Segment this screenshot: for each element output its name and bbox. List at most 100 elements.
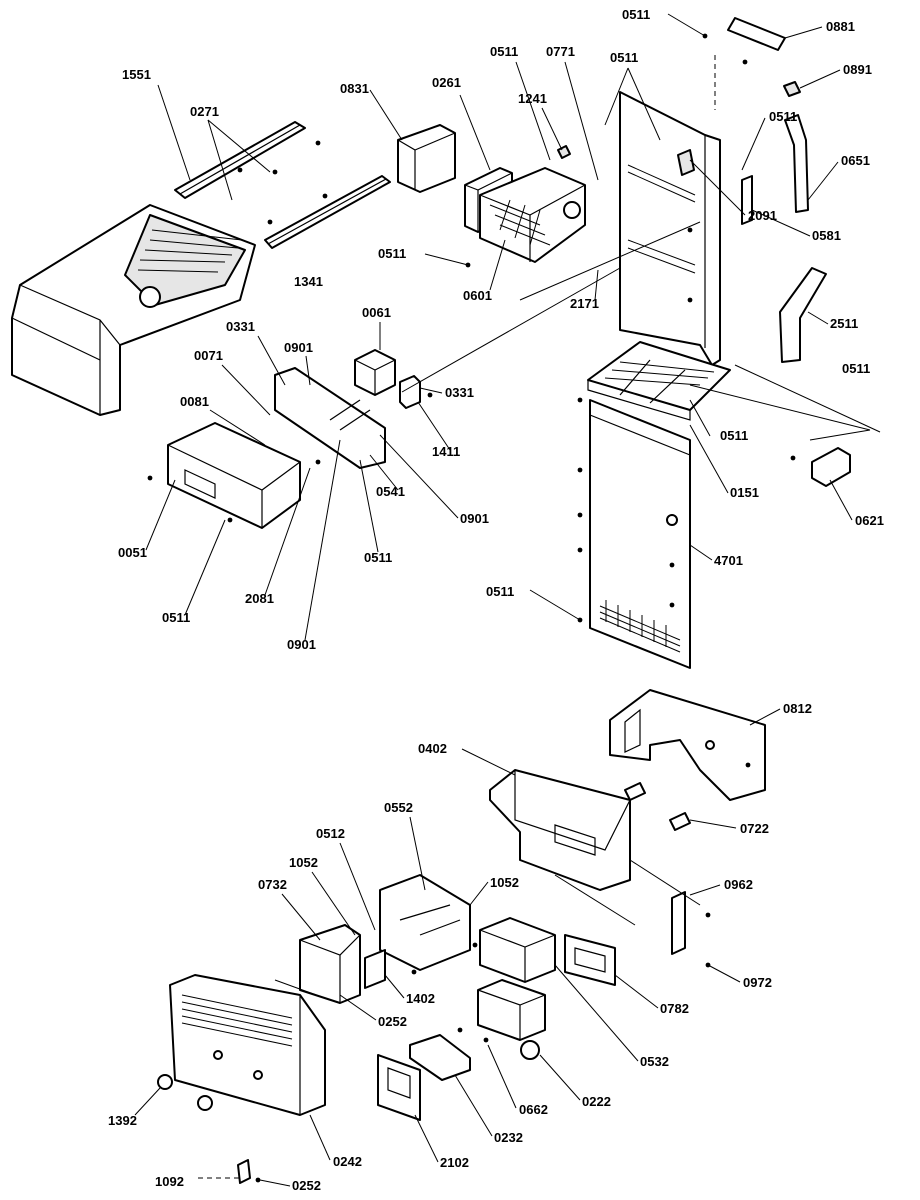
label-0061: 0061 bbox=[362, 305, 391, 320]
label-0331: 0331 bbox=[445, 385, 474, 400]
label-1341: 1341 bbox=[294, 274, 323, 289]
part-1241-clip bbox=[557, 145, 571, 159]
label-0812: 0812 bbox=[783, 701, 812, 716]
label-0541: 0541 bbox=[376, 484, 405, 499]
label-0261: 0261 bbox=[432, 75, 461, 90]
label-0511: 0511 bbox=[720, 428, 748, 443]
label-0511: 0511 bbox=[364, 550, 392, 565]
label-0232: 0232 bbox=[494, 1130, 523, 1145]
part-2171-rod bbox=[519, 221, 701, 301]
label-0222: 0222 bbox=[582, 1094, 611, 1109]
part-0532-block bbox=[479, 917, 556, 983]
label-0782: 0782 bbox=[660, 1001, 689, 1016]
label-1402: 1402 bbox=[406, 991, 435, 1006]
label-0771: 0771 bbox=[546, 44, 575, 59]
label-0511: 0511 bbox=[162, 610, 190, 625]
label-0252: 0252 bbox=[292, 1178, 321, 1193]
part-1411-block bbox=[399, 375, 421, 409]
label-0621: 0621 bbox=[855, 513, 884, 528]
label-0402: 0402 bbox=[418, 741, 447, 756]
part-0222-dispenser bbox=[477, 979, 546, 1060]
label-1392: 1392 bbox=[108, 1113, 137, 1128]
part-0271-rail bbox=[174, 121, 306, 199]
label-2511: 2511 bbox=[830, 316, 858, 331]
label-0511: 0511 bbox=[378, 246, 406, 261]
label-1092: 1092 bbox=[155, 1174, 184, 1189]
label-0252: 0252 bbox=[378, 1014, 407, 1029]
label-1411: 1411 bbox=[432, 444, 460, 459]
label-0511: 0511 bbox=[842, 361, 870, 376]
part-0061-motor bbox=[354, 349, 396, 396]
label-0722: 0722 bbox=[740, 821, 769, 836]
label-0512: 0512 bbox=[316, 826, 345, 841]
label-0901: 0901 bbox=[284, 340, 313, 355]
label-0732: 0732 bbox=[258, 877, 287, 892]
label-4701: 4701 bbox=[714, 553, 743, 568]
part-0581-bracket bbox=[741, 175, 753, 225]
part-0831-bracket bbox=[397, 124, 456, 193]
label-0081: 0081 bbox=[180, 394, 209, 409]
label-0662: 0662 bbox=[519, 1102, 548, 1117]
part-1392-knobs bbox=[157, 1074, 213, 1111]
part-0232-bracket bbox=[409, 1034, 471, 1081]
label-0511: 0511 bbox=[490, 44, 518, 59]
label-2171: 2171 bbox=[570, 296, 599, 311]
part-0242-front-panel bbox=[169, 974, 326, 1116]
label-0331: 0331 bbox=[226, 319, 255, 334]
label-0511: 0511 bbox=[622, 7, 650, 22]
label-0601: 0601 bbox=[463, 288, 492, 303]
part-0151-tray bbox=[587, 341, 731, 421]
label-0511: 0511 bbox=[486, 584, 514, 599]
label-0242: 0242 bbox=[333, 1154, 362, 1169]
label-0581: 0581 bbox=[812, 228, 841, 243]
part-0601-icemaker bbox=[479, 167, 586, 263]
part-2511-strip bbox=[779, 267, 827, 363]
part-2102-frame bbox=[377, 1054, 421, 1121]
part-1092-plate bbox=[237, 1159, 251, 1184]
label-0962: 0962 bbox=[724, 877, 753, 892]
part-0782-frame bbox=[564, 934, 616, 986]
label-leaders bbox=[134, 13, 853, 1187]
label-0651: 0651 bbox=[841, 153, 870, 168]
label-0552: 0552 bbox=[384, 800, 413, 815]
label-0901: 0901 bbox=[460, 511, 489, 526]
label-1551: 1551 bbox=[122, 67, 151, 82]
part-0402-housing bbox=[489, 769, 631, 891]
part-labels: 0511 0881 0891 1551 0271 0831 0261 0511 … bbox=[108, 7, 884, 1193]
part-liner-plate bbox=[619, 91, 721, 366]
part-1341-rail bbox=[264, 175, 391, 249]
part-0901-plate bbox=[274, 367, 386, 469]
label-0271: 0271 bbox=[190, 104, 219, 119]
label-2081: 2081 bbox=[245, 591, 274, 606]
label-0831: 0831 bbox=[340, 81, 369, 96]
part-0732-housing bbox=[299, 924, 361, 1004]
part-0051-housing bbox=[167, 422, 301, 529]
label-0511: 0511 bbox=[769, 109, 797, 124]
part-0651-strip bbox=[784, 114, 809, 213]
label-2102: 2102 bbox=[440, 1155, 469, 1170]
part-0552-bracket bbox=[379, 874, 471, 971]
part-0621-switch bbox=[811, 447, 851, 487]
label-0051: 0051 bbox=[118, 545, 147, 560]
label-0071: 0071 bbox=[194, 348, 223, 363]
part-4701-panel bbox=[589, 399, 691, 669]
assembly-lines-bottom bbox=[198, 859, 701, 1179]
label-0511: 0511 bbox=[610, 50, 638, 65]
part-0812-bracket bbox=[609, 689, 766, 801]
label-1052: 1052 bbox=[289, 855, 318, 870]
label-0532: 0532 bbox=[640, 1054, 669, 1069]
label-1052: 1052 bbox=[490, 875, 519, 890]
label-0891: 0891 bbox=[843, 62, 872, 77]
part-0881-bar bbox=[727, 17, 786, 51]
label-0972: 0972 bbox=[743, 975, 772, 990]
part-0891-clip bbox=[783, 81, 801, 97]
part-1402-block bbox=[364, 949, 386, 989]
label-0881: 0881 bbox=[826, 19, 855, 34]
label-0151: 0151 bbox=[730, 485, 759, 500]
part-0962-bracket bbox=[671, 891, 686, 955]
label-0901: 0901 bbox=[287, 637, 316, 652]
part-1551-ice-bucket bbox=[11, 204, 256, 416]
part-0722-pins bbox=[624, 782, 691, 831]
